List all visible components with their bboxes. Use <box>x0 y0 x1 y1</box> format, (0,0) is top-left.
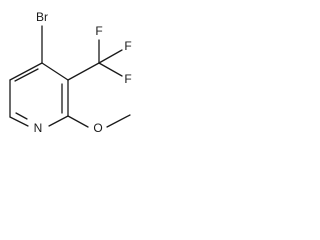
bond-c4-c5-inner <box>14 68 39 82</box>
molecule-structure: Br N O F F F <box>9 10 132 135</box>
structure-canvas: Br N O F F F <box>0 0 150 138</box>
atom-label-n: N <box>34 121 43 135</box>
bond-c4-c5 <box>9 62 43 81</box>
bond-c6-n-inner <box>15 112 28 120</box>
bond-c3-c4 <box>41 62 69 81</box>
bond-c2-o <box>67 115 89 128</box>
atom-labels: Br N O F F F <box>34 10 132 135</box>
bond-o-ch3 <box>106 114 131 128</box>
bond-cf3-f-upper <box>98 49 123 64</box>
bond-cf3-f-lower <box>98 62 123 77</box>
atom-label-f-top: F <box>95 24 102 38</box>
atom-label-f-upper: F <box>124 39 131 53</box>
bonds <box>9 25 131 128</box>
atom-label-br: Br <box>36 10 48 24</box>
atom-label-f-lower: F <box>124 72 131 86</box>
bond-c6-n <box>9 116 29 127</box>
bond-c3-cf3 <box>67 62 100 81</box>
bond-n-c2 <box>48 115 69 127</box>
atom-label-o: O <box>93 121 102 135</box>
